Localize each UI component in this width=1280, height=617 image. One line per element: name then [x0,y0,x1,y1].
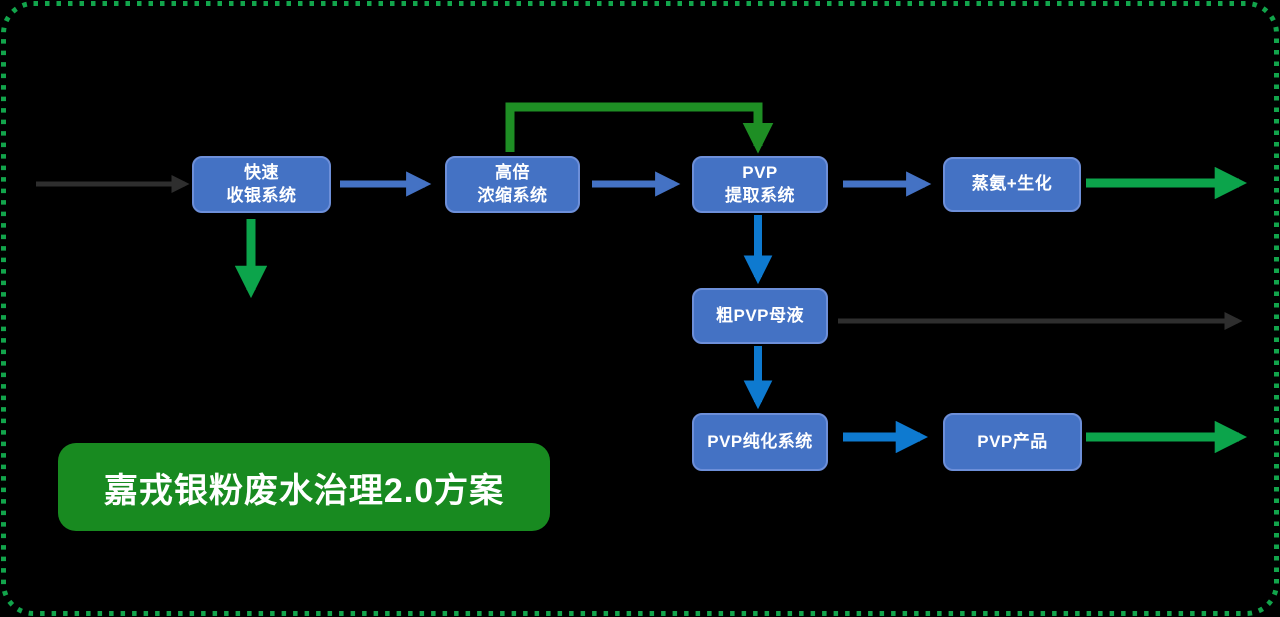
node-pvp-purification: PVP纯化系统 [692,413,828,471]
node-pvp-extraction-label: PVP 提取系统 [725,163,795,205]
node-ammonia-stripping-biochem: 蒸氨+生化 [943,157,1081,212]
node-crude-pvp-mother-liquor-label: 粗PVP母液 [715,305,805,325]
node-pvp-product-label: PVP产品 [977,431,1048,451]
node-high-fold-concentration-label: 高倍 浓缩系统 [477,163,548,205]
node-pvp-product: PVP产品 [943,413,1082,471]
flow-arrow-recycle-loop [505,102,774,154]
diagram-title: 嘉戎银粉废水治理2.0方案 [103,471,505,510]
node-high-fold-concentration: 高倍 浓缩系统 [445,156,580,213]
node-pvp-extraction: PVP 提取系统 [692,156,828,213]
node-fast-silver-recovery: 快速 收银系统 [192,156,331,213]
node-pvp-purification-label: PVP纯化系统 [707,431,813,451]
title-box: 嘉戎银粉废水治理2.0方案 [58,443,550,531]
node-ammonia-stripping-biochem-label: 蒸氨+生化 [971,174,1053,194]
node-crude-pvp-mother-liquor: 粗PVP母液 [692,288,828,344]
node-fast-silver-recovery-label: 快速 收银系统 [226,163,297,205]
